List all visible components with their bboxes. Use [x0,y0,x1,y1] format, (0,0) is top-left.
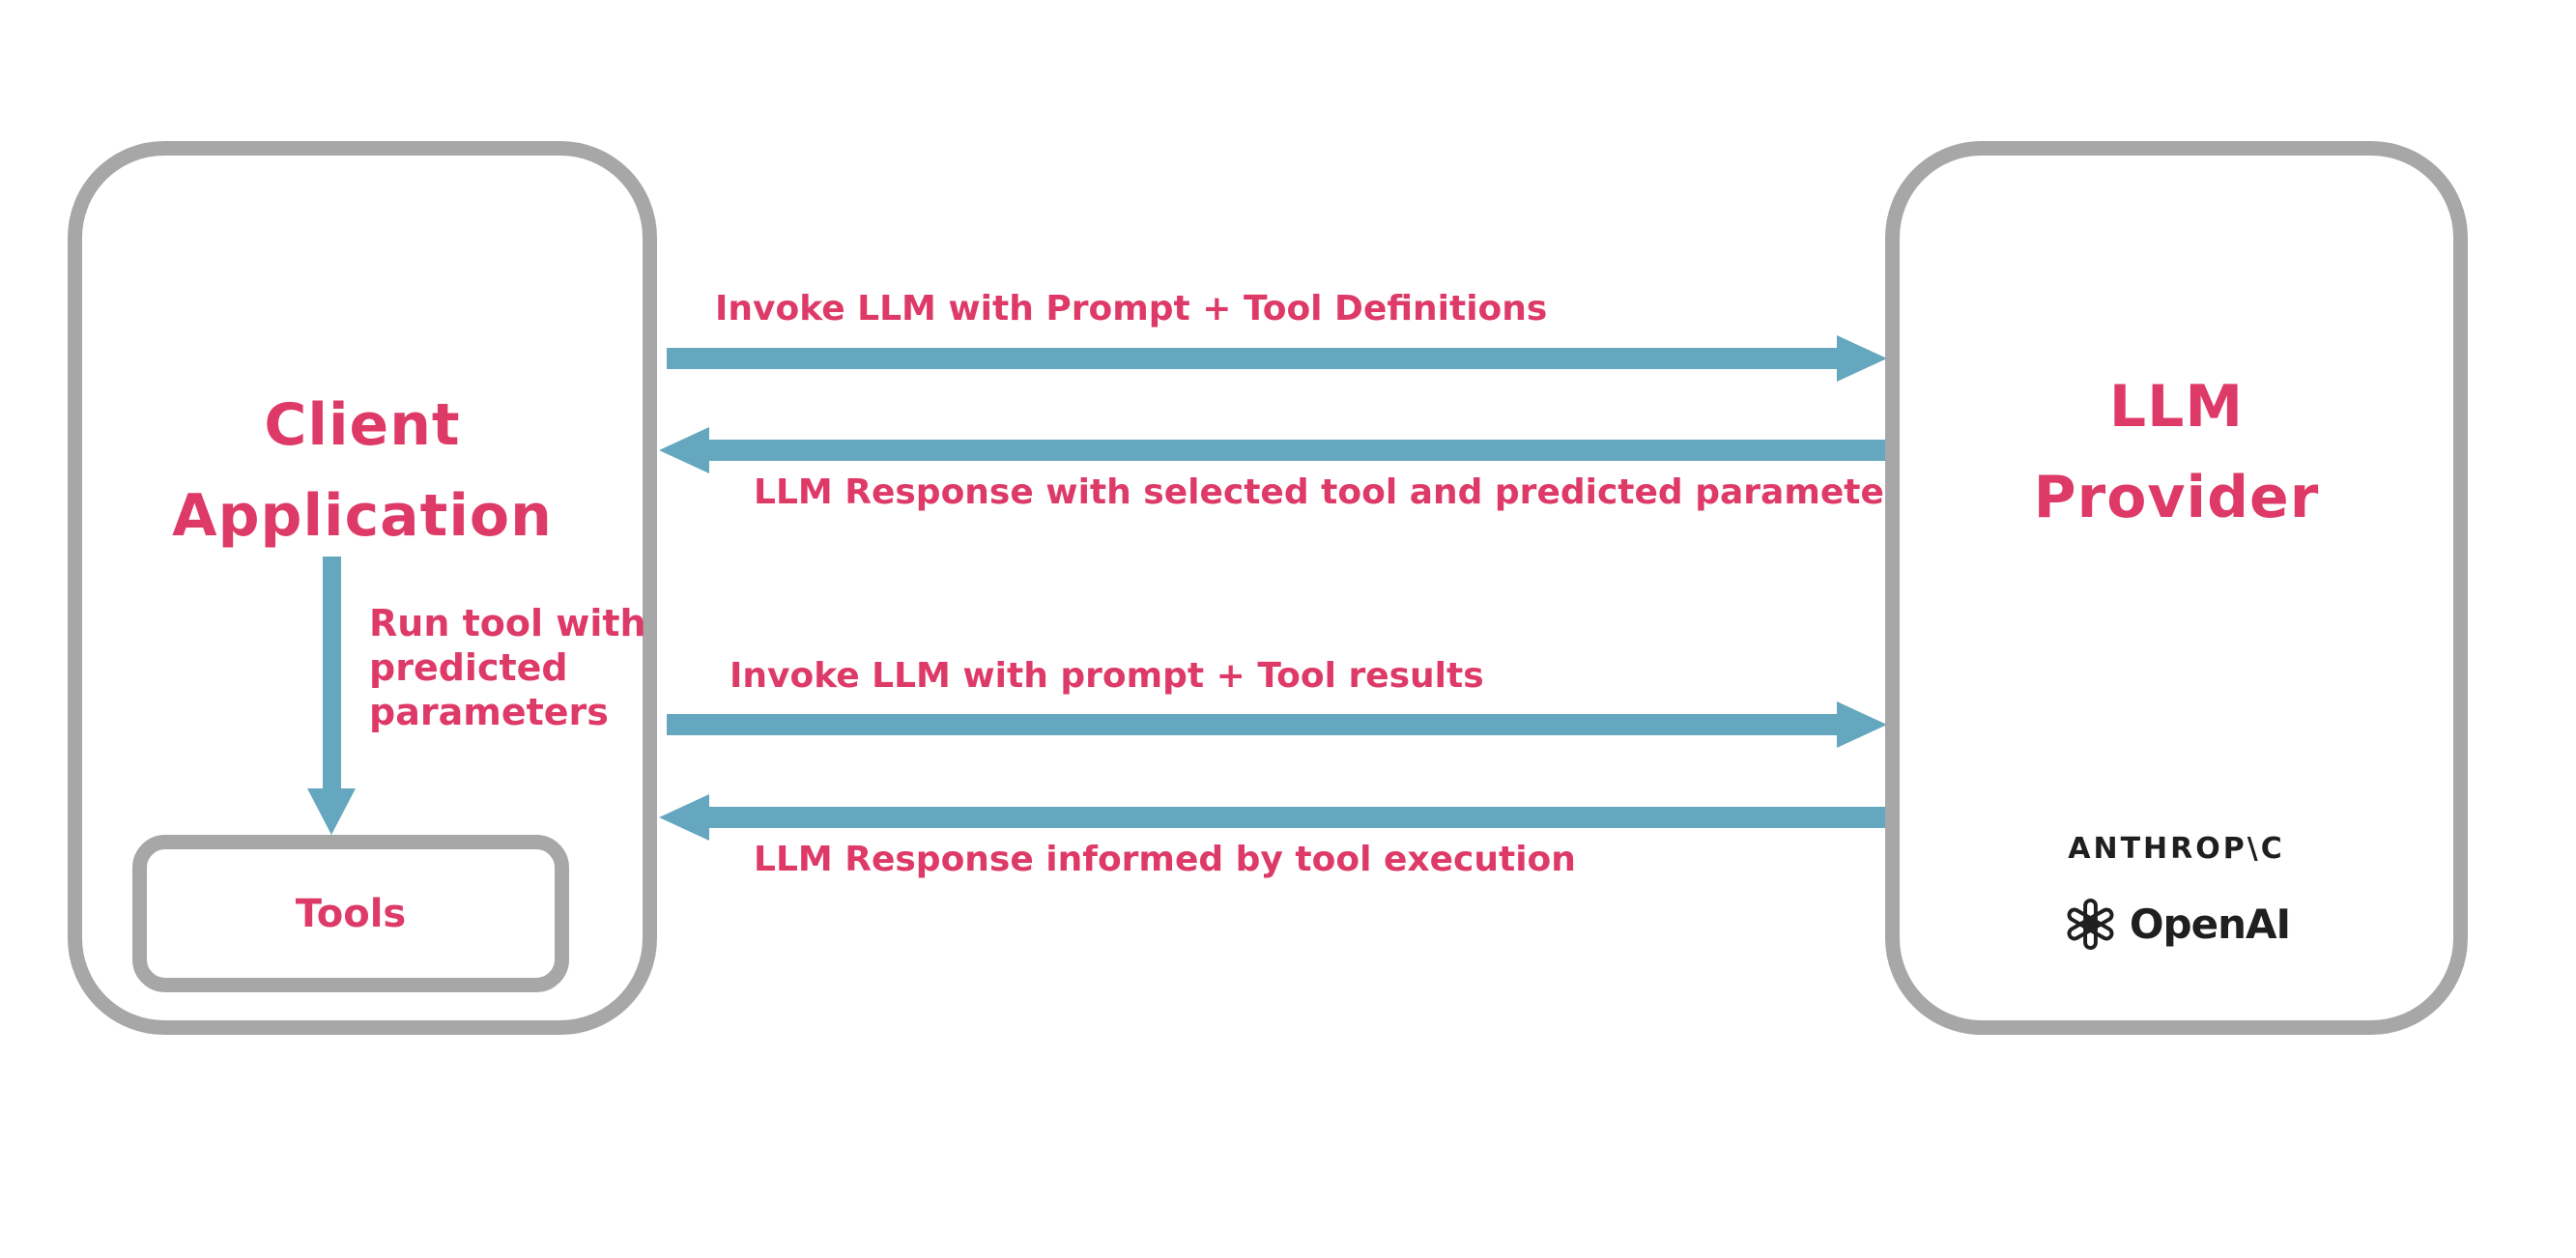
anthropic-logo: ANTHROP\C [2068,832,2285,866]
openai-logo: OpenAI [2063,897,2291,952]
arrow-2-body [707,440,1887,461]
client-title-line-1: Client [264,391,461,459]
client-application-title: Client Application [68,380,657,561]
arrow-2-left-head-icon [659,427,709,473]
tools-box: Tools [132,835,569,992]
arrow-4-label: LLM Response informed by tool execution [754,840,1576,879]
tools-label: Tools [295,891,407,936]
arrow-4-left-head-icon [659,794,709,841]
arrow-3-label: Invoke LLM with prompt + Tool results [730,656,1484,696]
arrow-2-label: LLM Response with selected tool and pred… [754,472,1923,512]
provider-title-line-1: LLM [2108,373,2245,441]
llm-provider-title: LLM Provider [1885,361,2468,543]
client-title-line-2: Application [172,482,553,550]
down-arrow-head-icon [307,788,356,835]
arrow-1-body [667,348,1839,369]
openai-logo-icon [2067,898,2114,951]
run-tool-label-line-1: Run tool with [369,602,646,644]
arrow-1-right-head-icon [1837,335,1887,382]
openai-wordmark: OpenAI [2129,901,2291,948]
run-tool-label-line-2: predicted [369,646,568,689]
arrow-3-right-head-icon [1837,701,1887,748]
provider-title-line-2: Provider [2033,464,2320,531]
provider-logos: ANTHROP\C OpenAI [1885,831,2468,952]
run-tool-label: Run tool with predicted parameters [369,601,646,734]
arrow-1-label: Invoke LLM with Prompt + Tool Definition… [715,289,1548,329]
llm-provider-box [1885,141,2468,1035]
down-arrow-body [323,557,341,788]
run-tool-label-line-3: parameters [369,691,609,733]
arrow-3-body [667,714,1839,735]
arrow-4-body [707,807,1887,828]
